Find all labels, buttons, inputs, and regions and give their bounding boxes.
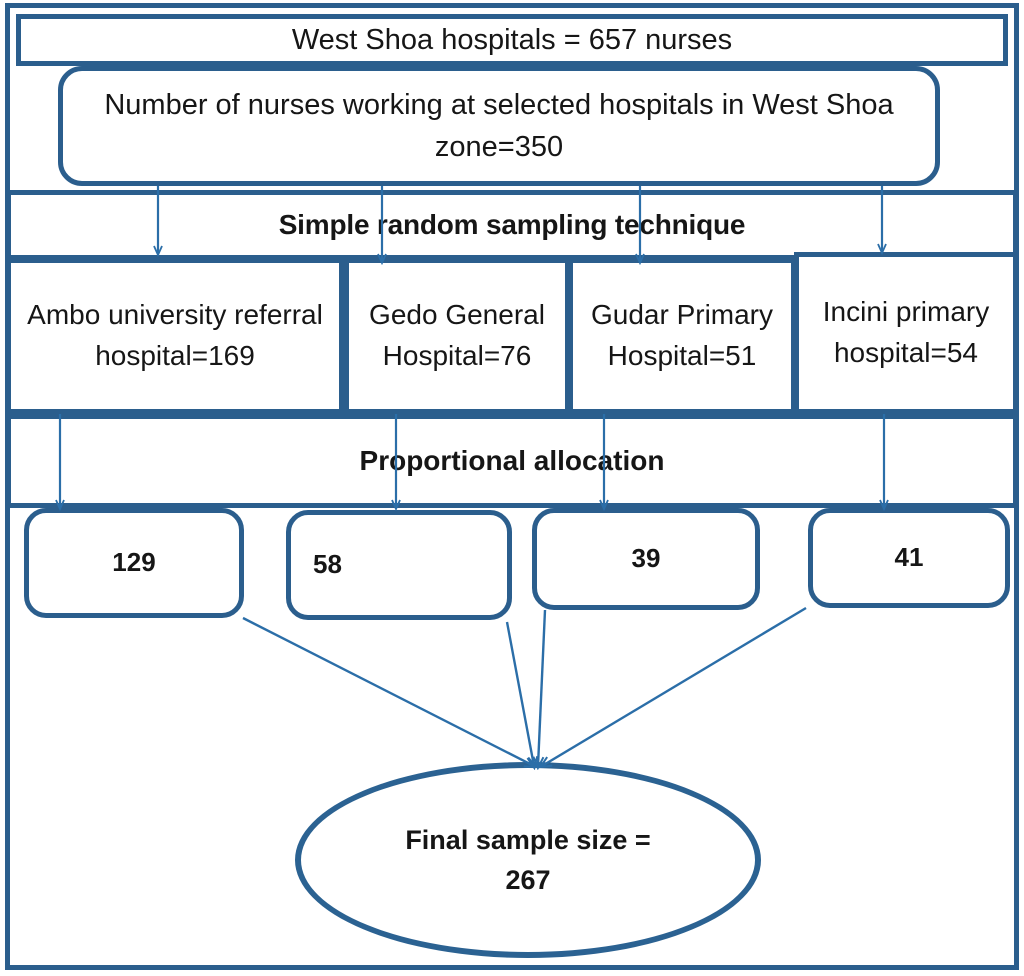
node-allocation-gudar: 39 bbox=[532, 508, 760, 610]
node-allocation-ambo-value: 129 bbox=[112, 547, 156, 578]
node-final-sample-size: Final sample size = 267 bbox=[295, 762, 761, 958]
band-sampling-technique: Simple random sampling technique bbox=[6, 190, 1018, 260]
node-hospital-ambo: Ambo university referral hospital=169 bbox=[6, 258, 344, 414]
node-final-sample-size-label: Final sample size = 267 bbox=[405, 820, 650, 901]
node-allocation-incini: 41 bbox=[808, 508, 1010, 608]
node-hospital-ambo-label: Ambo university referral hospital=169 bbox=[27, 299, 323, 371]
node-hospital-gedo-label: Gedo General Hospital=76 bbox=[369, 299, 545, 371]
node-total-population: West Shoa hospitals = 657 nurses bbox=[16, 14, 1008, 66]
node-selected-population: Number of nurses working at selected hos… bbox=[58, 66, 940, 186]
band-proportional-allocation: Proportional allocation bbox=[6, 414, 1018, 508]
band-sampling-technique-label: Simple random sampling technique bbox=[278, 208, 746, 240]
node-hospital-gedo: Gedo General Hospital=76 bbox=[344, 258, 570, 414]
node-allocation-incini-value: 41 bbox=[894, 542, 924, 573]
node-hospital-incini-label: Incini primary hospital=54 bbox=[822, 296, 990, 368]
node-allocation-ambo: 129 bbox=[24, 508, 244, 618]
node-hospital-incini: Incini primary hospital=54 bbox=[794, 252, 1018, 414]
node-allocation-gedo-value: 58 bbox=[313, 549, 342, 580]
band-proportional-allocation-label: Proportional allocation bbox=[359, 444, 665, 476]
final-sample-line1: Final sample size = bbox=[405, 824, 651, 855]
node-allocation-gedo: 58 bbox=[286, 510, 512, 620]
node-hospital-gudar-label: Gudar Primary Hospital=51 bbox=[590, 299, 774, 371]
final-sample-line2: 267 bbox=[505, 865, 551, 895]
node-allocation-gudar-value: 39 bbox=[631, 543, 661, 574]
node-selected-population-label: Number of nurses working at selected hos… bbox=[104, 88, 894, 163]
node-total-population-label: West Shoa hospitals = 657 nurses bbox=[291, 23, 733, 56]
node-hospital-gudar: Gudar Primary Hospital=51 bbox=[568, 258, 796, 414]
